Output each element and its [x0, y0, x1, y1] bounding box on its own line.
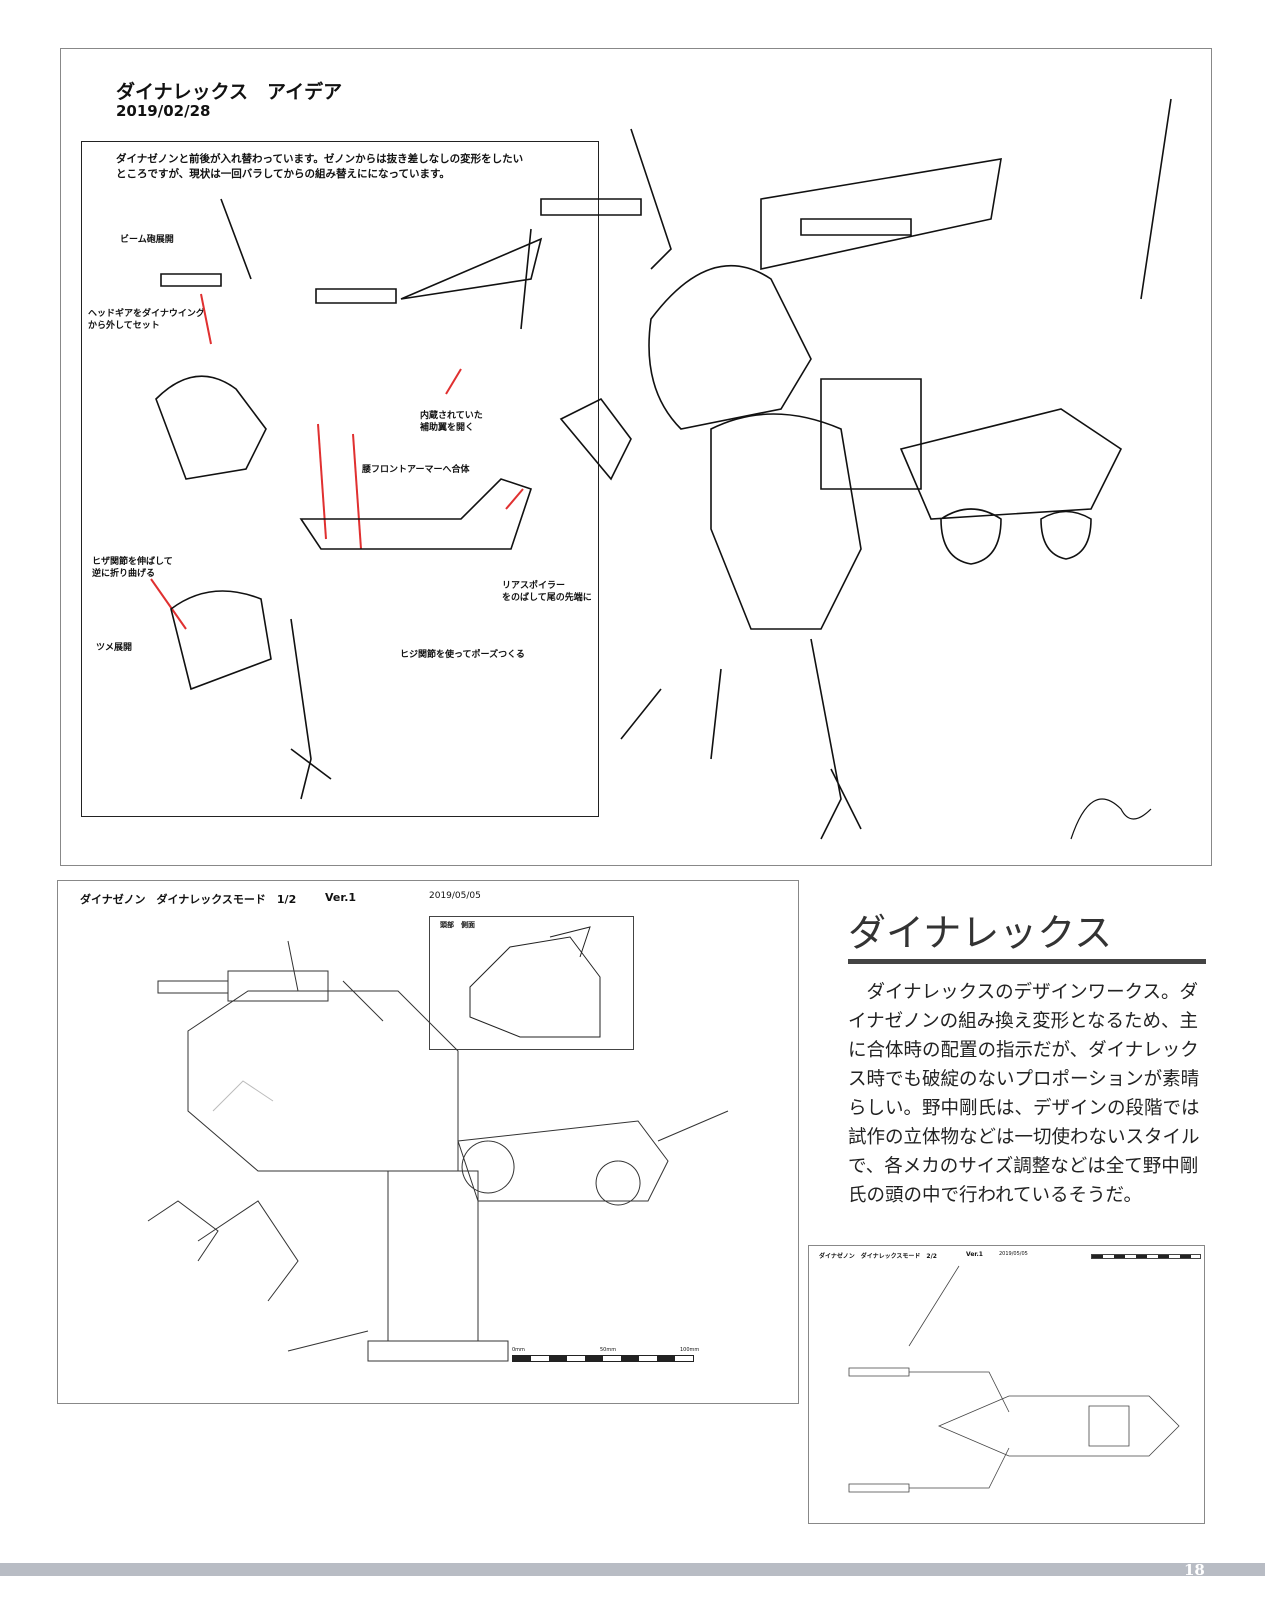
article-heading: ダイナレックス — [848, 911, 1113, 955]
article-body: ダイナレックスのデザインワークス。ダイナゼノンの組み換え変形となるため、主に合体… — [848, 982, 1200, 1206]
idea-inner-box: ダイナゼノンと前後が入れ替わっています。ゼノンからは抜き差しなしの変形をしたい … — [81, 141, 599, 817]
page-number: 18 — [1184, 1561, 1205, 1579]
idea-sketches — [150, 98, 1172, 840]
scale-label: 50mm — [600, 1347, 617, 1353]
inset-label: 頭部 側面 — [440, 921, 475, 929]
design-sheet-1: ダイナゼノン ダイナレックスモード 1/2 Ver.1 2019/05/05 頭… — [57, 880, 799, 1404]
annotation: リアスポイラー をのばして尾の先端に — [502, 581, 592, 603]
sheet1-date: 2019/05/05 — [429, 891, 481, 901]
annotation: ヒジ関節を使ってポーズつくる — [400, 650, 525, 660]
sheet2-title: ダイナゼノン ダイナレックスモード 2/2 — [819, 1253, 937, 1260]
idea-note: ダイナゼノンと前後が入れ替わっています。ゼノンからは抜き差しなしの変形をしたい … — [116, 153, 524, 180]
heading-rule — [848, 959, 1206, 964]
head-side-drawing — [469, 926, 601, 1038]
scale-label: 100mm — [680, 1347, 700, 1353]
sheet2-version: Ver.1 — [966, 1251, 983, 1258]
sheet1-version: Ver.1 — [325, 891, 357, 904]
annotation: ツメ展開 — [96, 643, 133, 653]
scale-label: 0mm — [512, 1347, 525, 1353]
idea-date: 2019/02/28 — [116, 102, 211, 120]
idea-panel: ダイナレックス アイデア 2019/02/28 ダイナゼノンと前後が入れ替わって… — [60, 48, 1212, 866]
head-side-inset: 頭部 側面 — [429, 916, 634, 1050]
footer-bar — [0, 1563, 1265, 1576]
annotation: ヘッドギアをダイナウイング から外してセット — [88, 309, 205, 331]
idea-title: ダイナレックス アイデア — [116, 81, 343, 103]
annotation: ヒザ関節を伸ばして 逆に折り曲げる — [92, 557, 173, 579]
annotation: ビーム砲展開 — [120, 235, 174, 245]
sheet2-scale-bar — [1091, 1254, 1201, 1259]
annotation: 内蔵されていた 補助翼を開く — [420, 411, 483, 433]
annotation: 腰フロントアーマーへ合体 — [362, 465, 470, 475]
design-sheet-2: ダイナゼノン ダイナレックスモード 2/2 Ver.1 2019/05/05 — [808, 1245, 1205, 1524]
sheet2-date: 2019/05/05 — [999, 1251, 1028, 1257]
sheet1-title: ダイナゼノン ダイナレックスモード 1/2 — [80, 893, 297, 906]
top-view-drawing — [848, 1265, 1180, 1493]
side-view-drawing — [147, 940, 729, 1362]
